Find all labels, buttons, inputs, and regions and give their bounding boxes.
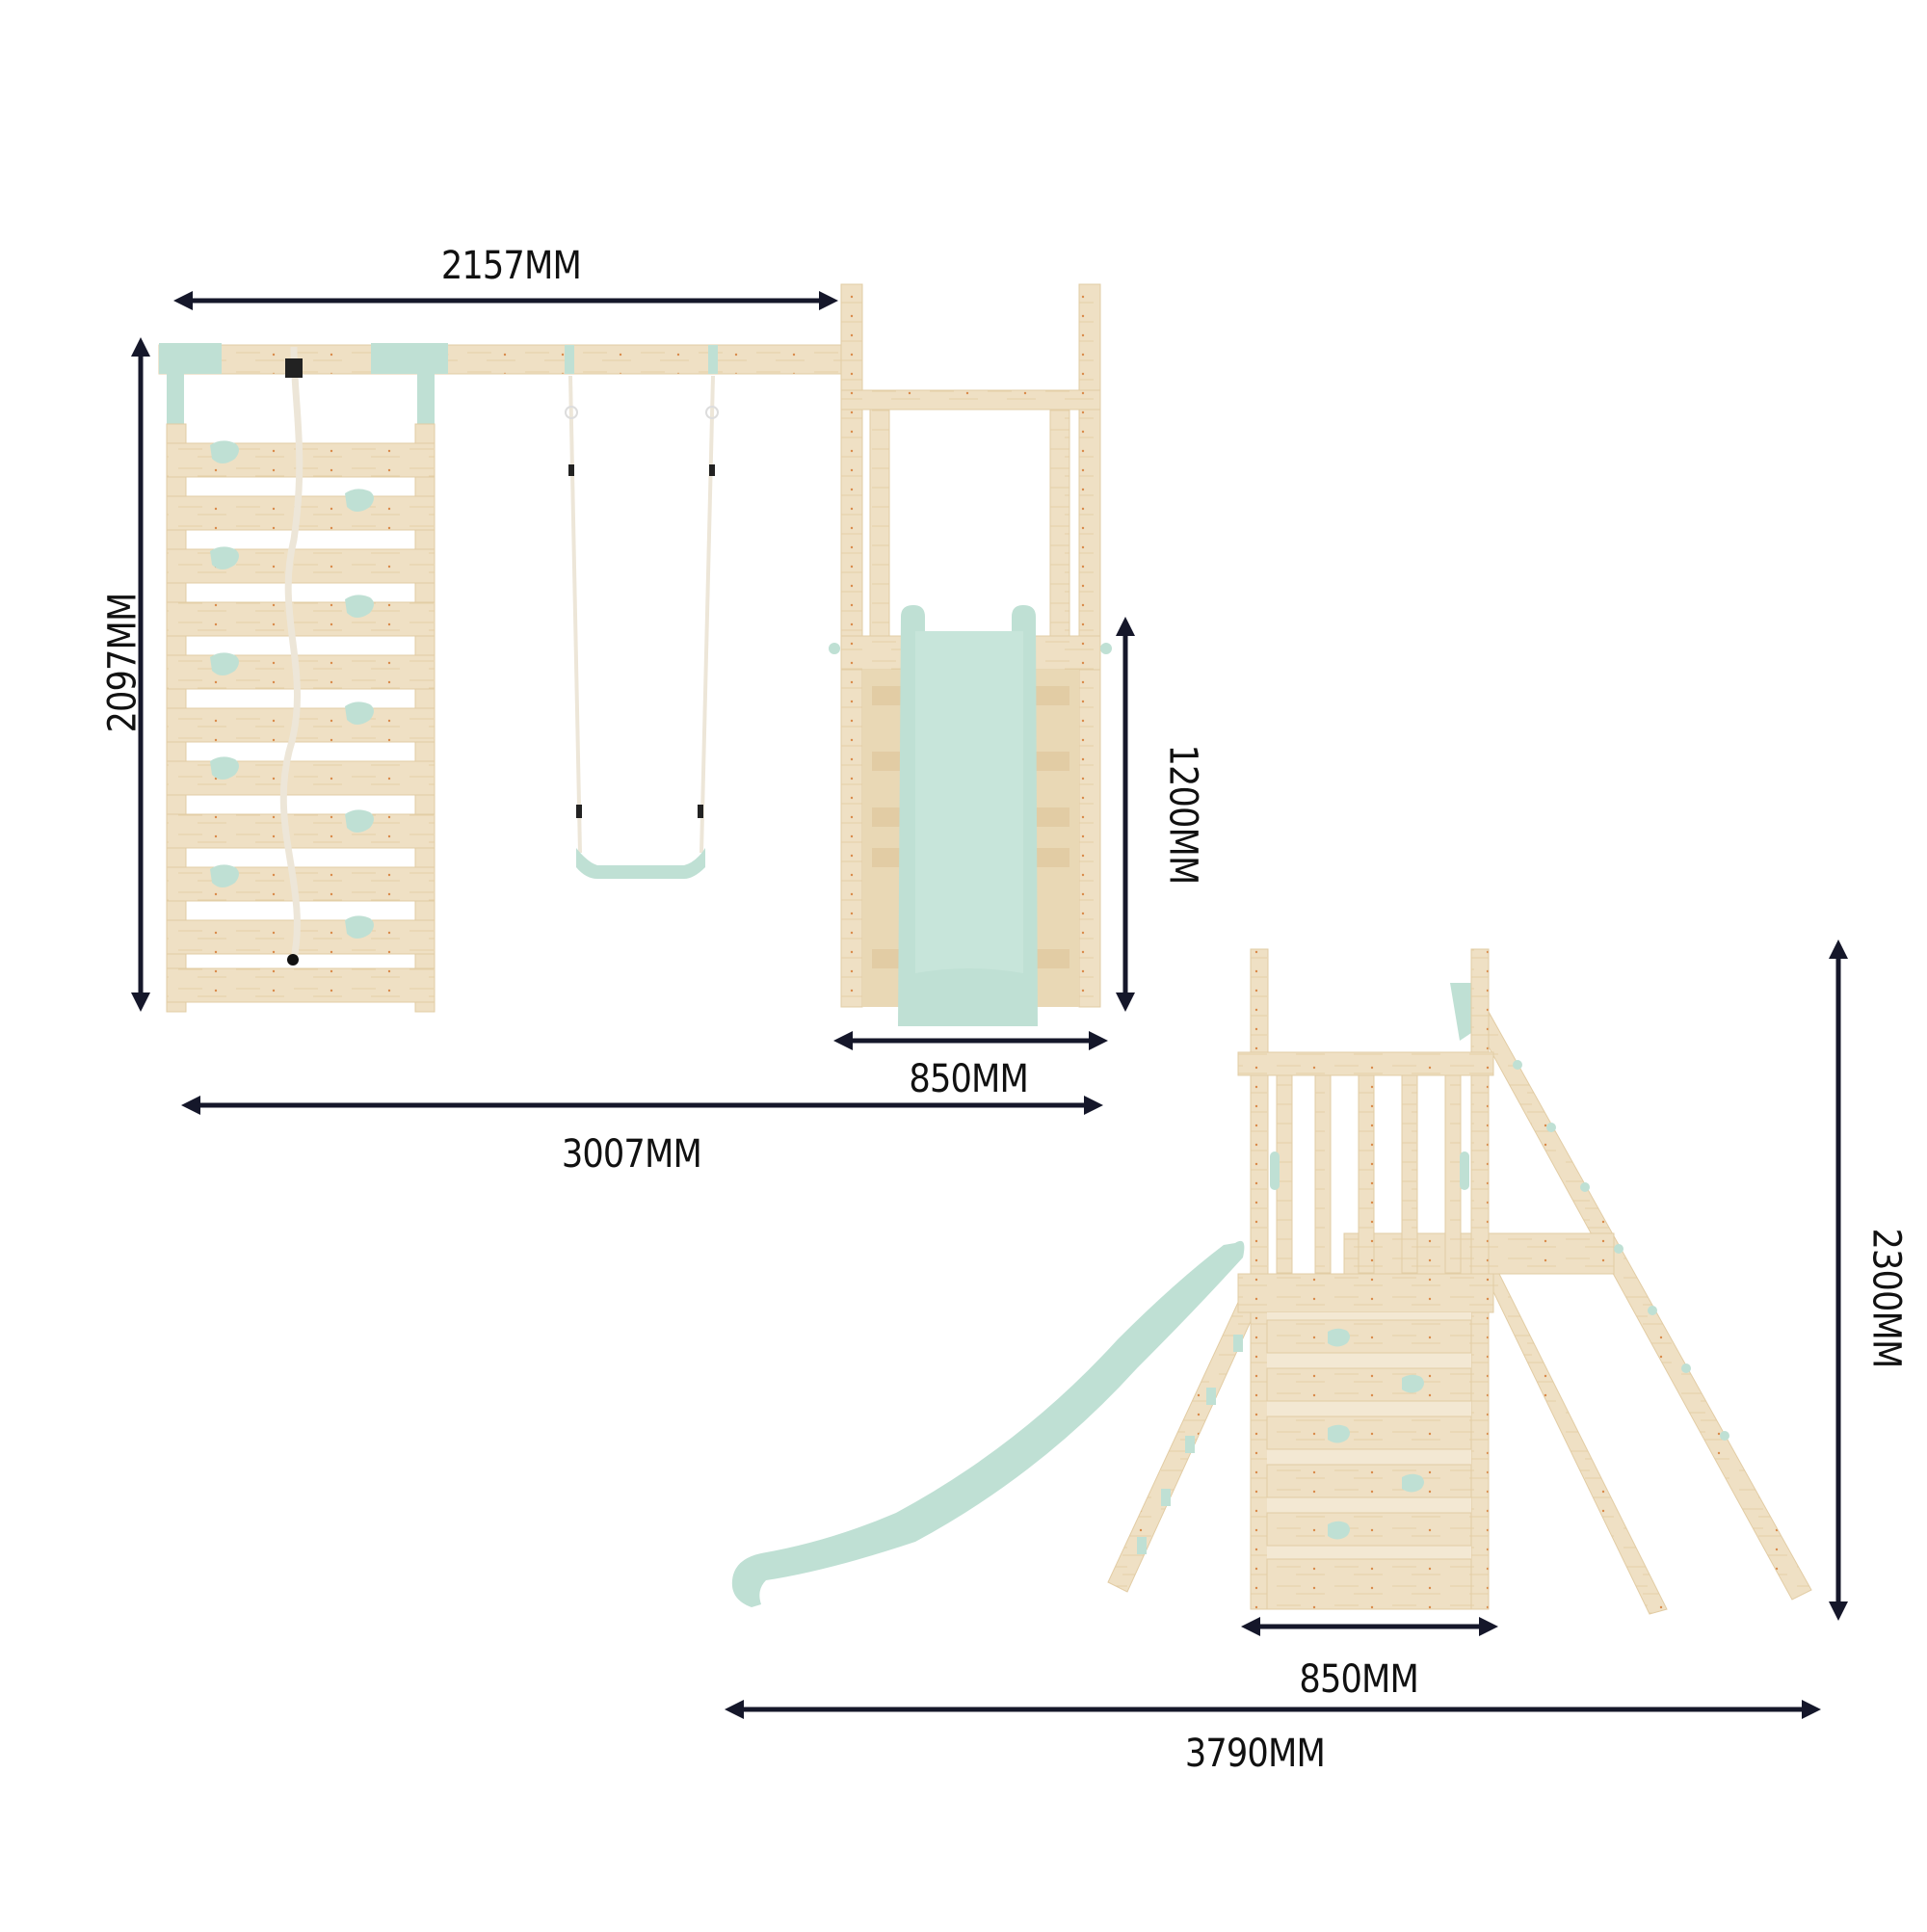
a-frame-leg xyxy=(1468,1011,1812,1601)
label-side-total-length: 3790MM xyxy=(1184,1732,1326,1776)
front-view xyxy=(131,283,1135,1115)
side-view xyxy=(725,940,1848,1719)
beam-bracket xyxy=(159,343,222,374)
label-wall-height: 2097MM xyxy=(100,593,145,733)
label-beam-length: 2157MM xyxy=(440,244,582,288)
front-tower xyxy=(829,283,1112,1026)
label-front-tower-width: 850MM xyxy=(909,1057,1028,1101)
swing-beam xyxy=(158,344,854,375)
label-platform-height: 1200MM xyxy=(1160,744,1205,885)
wall-post-bracket xyxy=(417,374,435,432)
rope-end-knot-icon xyxy=(287,954,299,966)
wave-slide xyxy=(731,1240,1245,1607)
side-handle-icon xyxy=(1460,1151,1469,1190)
a-frame-leg-front xyxy=(1483,1271,1668,1615)
belt-swing xyxy=(565,345,719,879)
label-side-tower-width: 850MM xyxy=(1299,1657,1418,1702)
swing-seat xyxy=(576,848,705,879)
rope-clamp-icon xyxy=(285,358,303,378)
side-climbing-hold-icons xyxy=(1328,1328,1424,1540)
beam-bracket xyxy=(371,343,448,374)
climbing-rope xyxy=(279,346,304,960)
label-side-total-height: 2300MM xyxy=(1863,1228,1909,1368)
climbing-wall xyxy=(166,346,436,1013)
label-front-total-width: 3007MM xyxy=(561,1132,702,1177)
wall-post-bracket xyxy=(167,374,184,432)
side-handle-icon xyxy=(1270,1151,1280,1190)
climbing-hold-icons xyxy=(210,440,374,939)
ladder-rung-icons xyxy=(1513,1060,1729,1441)
